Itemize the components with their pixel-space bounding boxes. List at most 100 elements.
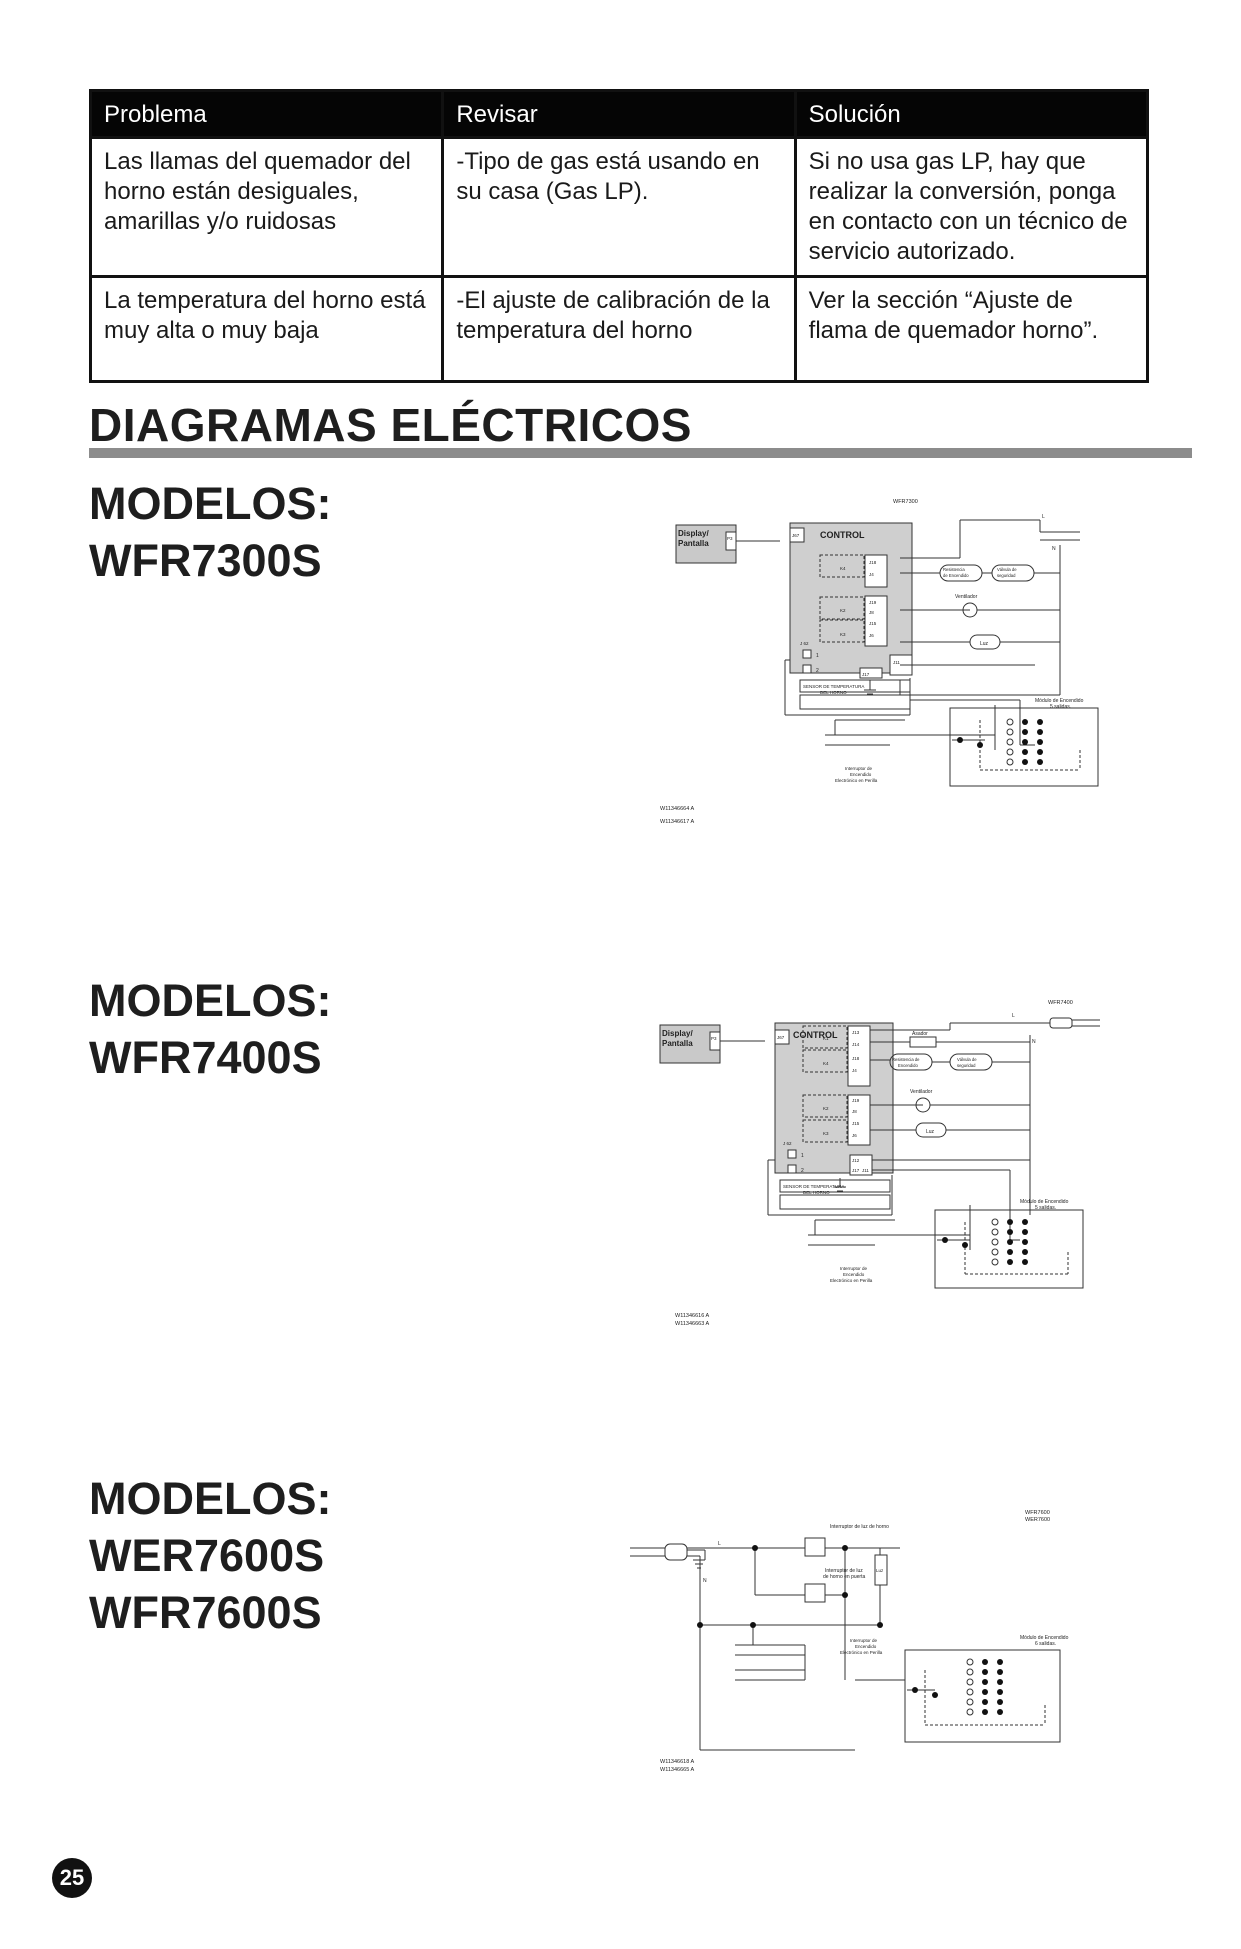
pin-number: 1 bbox=[801, 1153, 804, 1159]
wiring-diagram-wfr7600: WFR7600 WER7600 Interruptor de luz de ho… bbox=[630, 1510, 1069, 1773]
neutral-label: N bbox=[1032, 1039, 1036, 1045]
module-label: Módulo de Encendido bbox=[1035, 698, 1084, 704]
connector-label: J67 bbox=[777, 1035, 785, 1040]
relay-label: K2 bbox=[840, 608, 846, 613]
pin-label: J4 bbox=[852, 1068, 857, 1073]
relay-label: K4 bbox=[840, 566, 846, 571]
pin-label: J15 bbox=[869, 621, 877, 626]
section-divider bbox=[89, 448, 1192, 458]
pin-label: J18 bbox=[852, 1056, 860, 1061]
module-label: 6 salidas. bbox=[1035, 1641, 1056, 1647]
pin-label: J6 bbox=[852, 1133, 857, 1138]
model-tag: WFR7600 bbox=[1025, 1510, 1050, 1516]
model-tag: WER7600 bbox=[1025, 1517, 1050, 1523]
switch-label: Electrónico en Perilla bbox=[830, 1278, 873, 1283]
table-row: La temperatura del horno está muy alta o… bbox=[88, 275, 1150, 383]
pin-label: J12 bbox=[852, 1158, 860, 1163]
pin-label: J4 bbox=[869, 572, 874, 577]
part-number: W11346665 A bbox=[660, 1767, 694, 1773]
table-header-row: Problema Revisar Solución bbox=[88, 89, 1150, 139]
header-problema: Problema bbox=[88, 89, 445, 139]
component-label: seguridad bbox=[997, 573, 1016, 578]
table-cell: Las llamas del quemador del horno están … bbox=[88, 136, 445, 278]
component-label: Válvula de bbox=[997, 567, 1017, 572]
pin-label: J13 bbox=[852, 1030, 860, 1035]
relay-label: K2 bbox=[823, 1106, 829, 1111]
pin-label: J6 bbox=[869, 633, 874, 638]
component-label: Encendido bbox=[898, 1063, 918, 1068]
relay-label: K3 bbox=[840, 632, 846, 637]
model-label: MODELOS: bbox=[89, 1473, 332, 1524]
module-label: 5 salidas. bbox=[1035, 1205, 1056, 1211]
component-label: seguridad bbox=[957, 1063, 976, 1068]
model-tag: WFR7300 bbox=[893, 499, 918, 505]
wiring-diagram-wfr7400: WFR7400 Display/ Pantalla P3 J67 CONTROL… bbox=[659, 1000, 1100, 1327]
relay-label: K3 bbox=[823, 1131, 829, 1136]
switch-label: Electrónico en Perilla bbox=[840, 1650, 883, 1655]
light-label: Luz bbox=[926, 1129, 935, 1135]
switch-label: Interruptor de bbox=[850, 1638, 878, 1643]
switch-label: Encendido bbox=[855, 1644, 877, 1649]
model-number: WFR7600S bbox=[89, 1587, 322, 1638]
connector-label: J 62 bbox=[800, 641, 809, 646]
connector-label: J67 bbox=[792, 533, 800, 538]
pin-label: J8 bbox=[852, 1109, 857, 1114]
relay-label: K1 bbox=[823, 1036, 829, 1041]
pin-label: J11 bbox=[862, 1168, 869, 1173]
display-label: Display/ bbox=[678, 529, 709, 538]
troubleshooting-table: Problema Revisar Solución Las llamas del… bbox=[88, 89, 1150, 383]
table-cell: -El ajuste de calibración de la temperat… bbox=[441, 275, 797, 383]
pin-label: J18 bbox=[869, 560, 877, 565]
sensor-label: SENSOR DE TEMPERATURA bbox=[803, 684, 864, 689]
model-heading-3: MODELOS: WER7600S WFR7600S bbox=[89, 1470, 332, 1641]
component-label: Resistencia bbox=[943, 567, 965, 572]
sensor-label: DEL HORNO bbox=[803, 1190, 830, 1195]
table-cell: Si no usa gas LP, hay que realizar la co… bbox=[793, 136, 1150, 278]
header-solucion: Solución bbox=[793, 89, 1150, 139]
light-label: Luz bbox=[980, 641, 989, 647]
part-number: W11346618 A bbox=[660, 1759, 694, 1765]
header-revisar: Revisar bbox=[441, 89, 797, 139]
fan-label: Ventilador bbox=[910, 1089, 933, 1095]
model-label: MODELOS: bbox=[89, 975, 332, 1026]
table-cell: La temperatura del horno está muy alta o… bbox=[88, 275, 445, 383]
display-label: Display/ bbox=[662, 1029, 693, 1038]
switch-label: Interruptor de bbox=[845, 766, 873, 771]
pin-label: J11 bbox=[893, 660, 900, 665]
display-label: Pantalla bbox=[662, 1039, 693, 1048]
section-title: DIAGRAMAS ELÉCTRICOS bbox=[89, 399, 692, 451]
broiler-label: Asador bbox=[912, 1031, 928, 1037]
module-label: Módulo de Encendido bbox=[1020, 1199, 1069, 1205]
pin-label: J19 bbox=[869, 600, 877, 605]
neutral-label: N bbox=[703, 1578, 707, 1584]
model-number: WFR7400S bbox=[89, 1032, 322, 1083]
pin-label: J15 bbox=[852, 1121, 860, 1126]
door-switch-label: de horno en puerta bbox=[823, 1574, 865, 1580]
component-label: de Encendido bbox=[943, 573, 969, 578]
table-cell: -Tipo de gas está usando en su casa (Gas… bbox=[441, 136, 797, 278]
relay-label: K4 bbox=[823, 1061, 829, 1066]
part-number: W11346616 A bbox=[675, 1313, 709, 1319]
wiring-diagram-wfr7300: WFR7300 Display/ Pantalla P3 J67 CONTROL… bbox=[660, 499, 1099, 825]
model-number: WFR7300S bbox=[89, 535, 322, 586]
model-number: WER7600S bbox=[89, 1530, 325, 1581]
model-label: MODELOS: bbox=[89, 478, 332, 529]
pin-label: J14 bbox=[852, 1042, 860, 1047]
lamp-label: Luz bbox=[876, 1568, 884, 1573]
component-label: Resistencia de bbox=[892, 1057, 920, 1062]
pin-label: J19 bbox=[852, 1098, 860, 1103]
page-number: 25 bbox=[52, 1858, 92, 1898]
model-tag: WFR7400 bbox=[1048, 1000, 1073, 1006]
model-heading-2: MODELOS: WFR7400S bbox=[89, 972, 332, 1086]
neutral-label: N bbox=[1052, 546, 1056, 552]
pin-number: 2 bbox=[801, 1168, 804, 1174]
pin-label: J17 bbox=[862, 672, 870, 677]
model-heading-1: MODELOS: WFR7300S bbox=[89, 475, 332, 589]
line-label: L bbox=[718, 1541, 721, 1547]
component-label: Válvula de bbox=[957, 1057, 977, 1062]
connector-label: P3 bbox=[727, 536, 733, 541]
pin-label: J17 bbox=[852, 1168, 860, 1173]
module-label: 5 salidas. bbox=[1050, 704, 1071, 710]
module-label: Módulo de Encendido bbox=[1020, 1635, 1069, 1641]
switch-label: Encendido bbox=[850, 772, 872, 777]
